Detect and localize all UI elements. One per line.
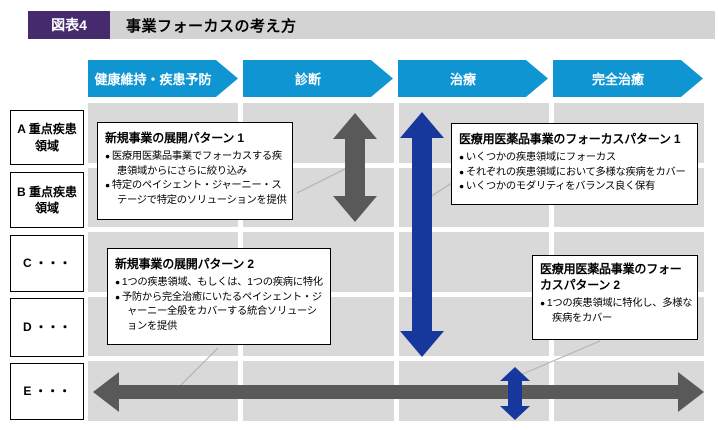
figure-title: 事業フォーカスの考え方 <box>126 17 297 35</box>
callout-bullets: いくつかの疾患領域にフォーカス それぞれの疾患領域において多様な疾病をカバー い… <box>459 151 693 195</box>
callout-title: 医療用医薬品事業のフォーカスパターン 2 <box>540 262 682 292</box>
row-label-e: E ・・・ <box>10 363 84 420</box>
grid-cell <box>553 361 704 421</box>
bullet-item: 予防から完全治癒にいたるペイシェント・ジャーニー全般をカバーする統合ソリューショ… <box>115 291 326 335</box>
phase-chevron-prevention: 健康維持・疾患予防 <box>88 60 238 97</box>
bullet-item: 1つの疾患領域、もしくは、1つの疾病に特化 <box>115 276 326 291</box>
bullet-item: 特定のペイシェント・ジャーニー・ステージで特定のソリューションを提供 <box>105 179 288 208</box>
callout-new-business-pattern-2: 新規事業の展開パターン 2 1つの疾患領域、もしくは、1つの疾病に特化 予防から… <box>107 248 331 345</box>
callout-pharma-focus-pattern-1: 医療用医薬品事業のフォーカスパターン 1 いくつかの疾患領域にフォーカス それぞ… <box>451 123 698 205</box>
row-label-b: B 重点疾患 領域 <box>10 172 84 228</box>
callout-bullets: 1つの疾患領域、もしくは、1つの疾病に特化 予防から完全治癒にいたるペイシェント… <box>115 276 326 334</box>
row-label-c: C ・・・ <box>10 235 84 292</box>
phase-chevron-cure: 完全治癒 <box>553 60 703 97</box>
callout-pharma-focus-pattern-2: 医療用医薬品事業のフォーカスパターン 2 1つの疾患領域に特化し、多様な疾病をカ… <box>532 255 698 340</box>
grid-cell <box>398 232 549 292</box>
bullet-item: 医療用医薬品事業でフォーカスする疾患領域からにさらに絞り込み <box>105 150 288 179</box>
grid-cell <box>88 361 239 421</box>
callout-new-business-pattern-1: 新規事業の展開パターン 1 医療用医薬品事業でフォーカスする疾患領域からにさらに… <box>97 122 293 220</box>
callout-title: 医療用医薬品事業のフォーカスパターン 1 <box>459 132 681 146</box>
grid-cell <box>398 296 549 357</box>
phase-chevron-diagnosis: 診断 <box>243 60 393 97</box>
grid-cell <box>243 361 394 421</box>
bullet-item: いくつかのモダリティをバランス良く保有 <box>459 180 693 195</box>
callout-bullets: 医療用医薬品事業でフォーカスする疾患領域からにさらに絞り込み 特定のペイシェント… <box>105 150 288 208</box>
bullet-item: 1つの疾患領域に特化し、多様な疾病をカバー <box>540 297 693 326</box>
callout-title: 新規事業の展開パターン 2 <box>115 257 254 271</box>
callout-title: 新規事業の展開パターン 1 <box>105 131 244 145</box>
row-label-d: D ・・・ <box>10 298 84 357</box>
phase-chevron-treatment: 治療 <box>398 60 548 97</box>
bullet-item: それぞれの疾患領域において多様な疾病をカバー <box>459 166 693 181</box>
figure-number-badge: 図表4 <box>28 11 110 39</box>
bullet-item: いくつかの疾患領域にフォーカス <box>459 151 693 166</box>
row-label-a: A 重点疾患 領域 <box>10 110 84 165</box>
title-bar <box>28 11 715 39</box>
grid-cell <box>398 361 549 421</box>
callout-bullets: 1つの疾患領域に特化し、多様な疾病をカバー <box>540 297 693 326</box>
